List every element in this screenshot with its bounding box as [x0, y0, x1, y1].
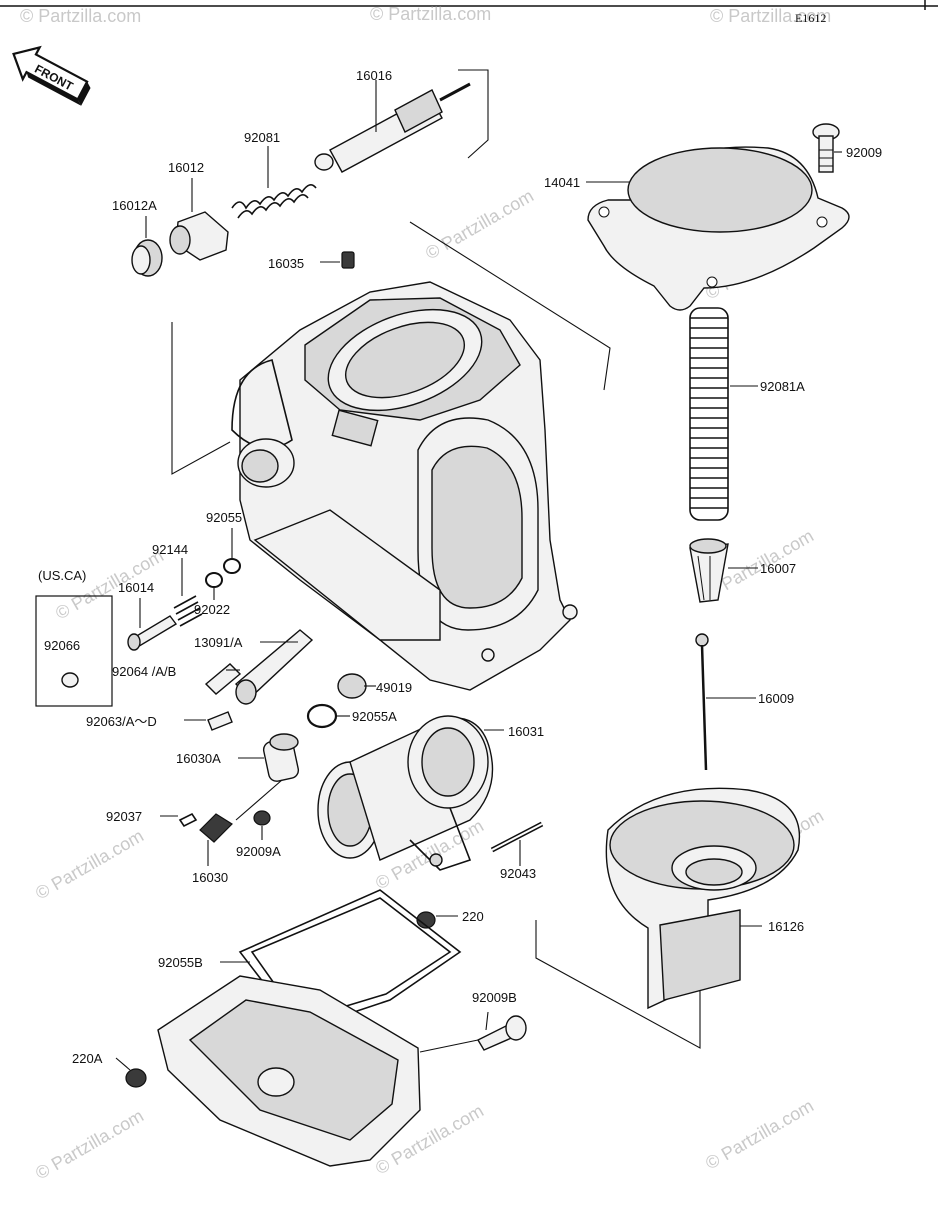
watermark-9: © Partzilla.com [32, 825, 147, 903]
label-16126: 16126 [768, 919, 804, 934]
part-220a-screw [125, 1068, 147, 1088]
part-16012a [131, 239, 163, 277]
label-92081: 92081 [244, 130, 280, 145]
watermark-4: © Partzilla.com [422, 185, 537, 263]
label-92037: 92037 [106, 809, 142, 824]
region-box-us-ca [35, 595, 113, 707]
label-16007: 16007 [760, 561, 796, 576]
label-16012a: 16012A [112, 198, 157, 213]
label-us-ca: (US.CA) [38, 568, 86, 583]
label-92081a: 92081A [760, 379, 805, 394]
part-92009a-screw [253, 810, 271, 826]
part-16126-piston [535, 787, 801, 1049]
watermark-1: © Partzilla.com [20, 6, 141, 26]
label-16009: 16009 [758, 691, 794, 706]
watermark-12: © Partzilla.com [32, 1105, 147, 1183]
part-16007 [689, 538, 729, 603]
part-float-bowl [157, 975, 421, 1167]
part-16016-plunger [314, 69, 489, 173]
part-92064-jet [204, 663, 242, 695]
label-92022: 92022 [194, 602, 230, 617]
diagram-code: E1612 [795, 11, 826, 25]
label-92055a: 92055A [352, 709, 397, 724]
label-92066: 92066 [44, 638, 80, 653]
label-16031: 16031 [508, 724, 544, 739]
label-92063: 92063/A～D [86, 714, 157, 729]
part-92043-pin [490, 821, 544, 853]
label-16012: 16012 [168, 160, 204, 175]
label-92043: 92043 [500, 866, 536, 881]
label-92009: 92009 [846, 145, 882, 160]
label-220: 220 [462, 909, 484, 924]
part-49019-plug [337, 673, 367, 699]
part-92009b-bolt [477, 1015, 527, 1051]
part-92055 [223, 558, 241, 574]
part-220-screw [416, 911, 436, 929]
part-13091-jet [234, 629, 314, 705]
part-92081a-spring [689, 307, 729, 521]
label-92064: 92064 /A/B [112, 664, 176, 679]
part-16009-needle [695, 633, 709, 771]
part-92022 [205, 572, 223, 588]
part-16030a-seat [262, 733, 300, 782]
part-labels: 16016 92081 16012 16012A 16035 14041 920… [38, 68, 882, 1066]
leader-lines [115, 80, 842, 1071]
label-16030: 16030 [192, 870, 228, 885]
watermark-3: © Partzilla.com [710, 6, 831, 26]
part-92009-screw [812, 123, 840, 173]
part-16035 [341, 251, 355, 269]
part-92081-spring [231, 184, 317, 219]
part-92037-clip [178, 812, 198, 828]
part-16030-valve [199, 813, 233, 843]
part-92055a-oring [306, 703, 338, 729]
carburetor-body [171, 221, 611, 691]
label-92055b: 92055B [158, 955, 203, 970]
part-16014-screw [127, 615, 178, 651]
label-16014: 16014 [118, 580, 154, 595]
part-16012 [169, 211, 229, 261]
label-14041: 14041 [544, 175, 580, 190]
label-92009b: 92009B [472, 990, 517, 1005]
watermark-14: © Partzilla.com [702, 1095, 817, 1173]
label-16030a: 16030A [176, 751, 221, 766]
part-92144-spring [173, 595, 203, 627]
label-16016: 16016 [356, 68, 392, 83]
part-14041-cap [587, 146, 850, 311]
label-92055: 92055 [206, 510, 242, 525]
front-arrow-icon: FRONT [12, 45, 91, 106]
label-13091: 13091/A [194, 635, 243, 650]
label-220a: 220A [72, 1051, 103, 1066]
part-92063-jet [207, 711, 233, 731]
label-92144: 92144 [152, 542, 188, 557]
part-16031 [317, 715, 494, 871]
label-16035: 16035 [268, 256, 304, 271]
label-92009a: 92009A [236, 844, 281, 859]
label-49019: 49019 [376, 680, 412, 695]
watermark-2: © Partzilla.com [370, 4, 491, 24]
